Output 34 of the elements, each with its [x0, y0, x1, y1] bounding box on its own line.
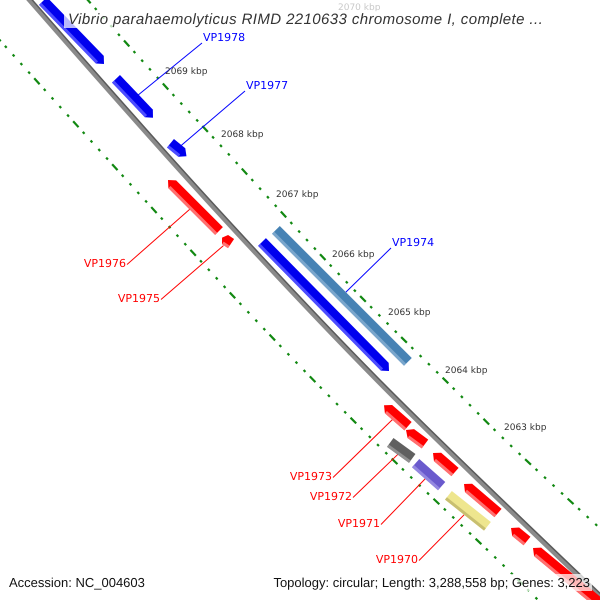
summary-text: Topology: circular; Length: 3,288,558 bp; Genes: 3,223 [271, 574, 592, 591]
gene-label: VP1973 [290, 470, 332, 483]
scale-label: 2065 kbp [388, 308, 430, 319]
leader-line [138, 42, 202, 96]
gene-label: VP1977 [246, 79, 288, 92]
leader-line [352, 454, 398, 498]
gene-block [168, 180, 223, 235]
leader-line [345, 248, 392, 293]
gene-label: VP1976 [84, 257, 126, 270]
scale-label: 2063 kbp [504, 423, 546, 434]
gene-label: VP1971 [338, 517, 380, 530]
leader-line [380, 478, 426, 525]
leader-line [332, 419, 393, 478]
feature-bar [386, 438, 416, 462]
leader-line [160, 245, 224, 300]
leader-line [126, 208, 190, 265]
scale-label: 2067 kbp [276, 190, 318, 201]
gene-label: VP1970 [376, 553, 418, 566]
gene-block [112, 75, 153, 118]
gene-block [166, 138, 186, 156]
leader-line [180, 90, 246, 146]
gene-block [222, 235, 234, 249]
feature-bar [444, 490, 490, 530]
gene-block [384, 404, 412, 430]
gene-label: VP1978 [203, 31, 246, 44]
scale-label: 2068 kbp [221, 130, 264, 141]
leader-line [418, 514, 465, 561]
gene-label: VP1974 [392, 236, 434, 249]
gene-label: VP1975 [118, 292, 160, 305]
scale-label: 2069 kbp [165, 67, 208, 78]
scale-label: 2066 kbp [332, 250, 374, 261]
feature-bar [412, 458, 446, 490]
scale-label: 2064 kbp [445, 366, 488, 377]
gene-label: VP1972 [310, 490, 352, 503]
